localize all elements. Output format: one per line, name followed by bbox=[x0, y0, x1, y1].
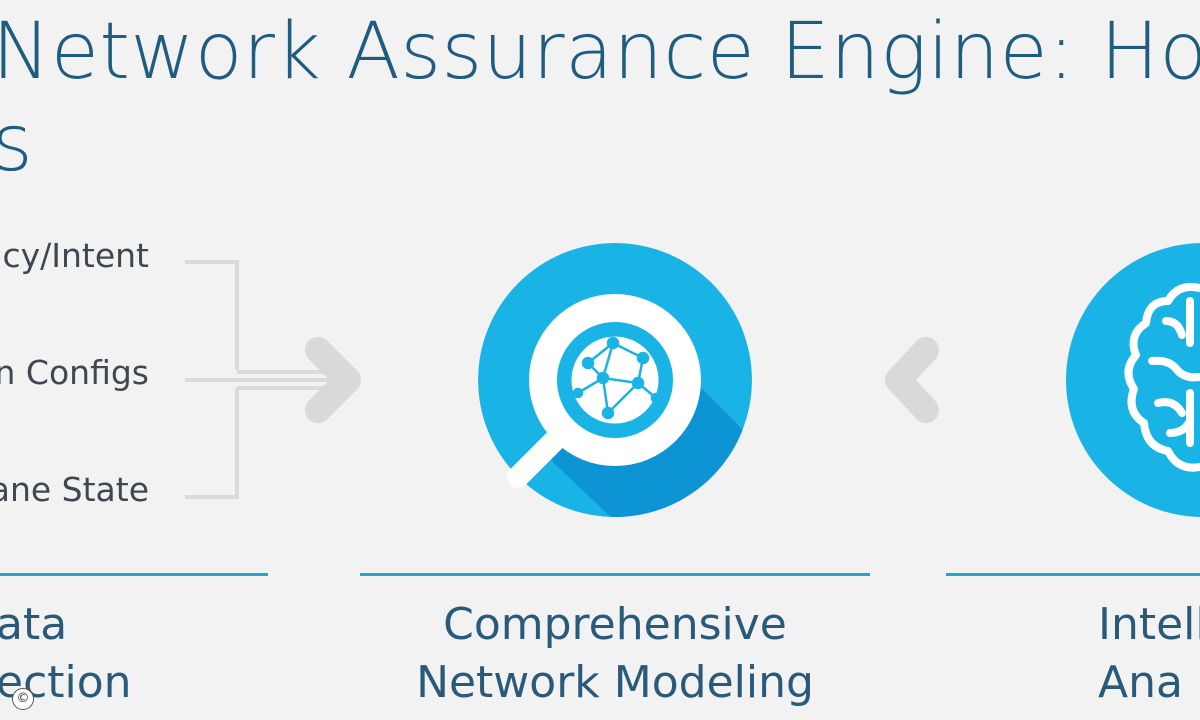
connector-top bbox=[185, 260, 239, 370]
divider-data-collection bbox=[0, 573, 268, 576]
input-label-configs: n Configs bbox=[0, 353, 149, 392]
arrow-right-icon bbox=[305, 337, 361, 423]
divider-analysis bbox=[946, 573, 1200, 576]
arrow-left-icon bbox=[885, 337, 939, 423]
input-label-state: ane State bbox=[0, 470, 149, 509]
brain-icon bbox=[1066, 243, 1200, 517]
caption-analysis: Intell Ana bbox=[1098, 599, 1200, 708]
slide-title: Network Assurance Engine: Ho s bbox=[0, 7, 1200, 189]
caption-network-modeling: Comprehensive Network Modeling bbox=[416, 599, 814, 708]
magnifier-globe-icon bbox=[478, 243, 752, 517]
copyright-icon: © bbox=[12, 688, 34, 710]
divider-network-modeling bbox=[360, 573, 870, 576]
connector-bottom bbox=[185, 388, 239, 499]
input-label-policy: cy/Intent bbox=[2, 236, 149, 275]
